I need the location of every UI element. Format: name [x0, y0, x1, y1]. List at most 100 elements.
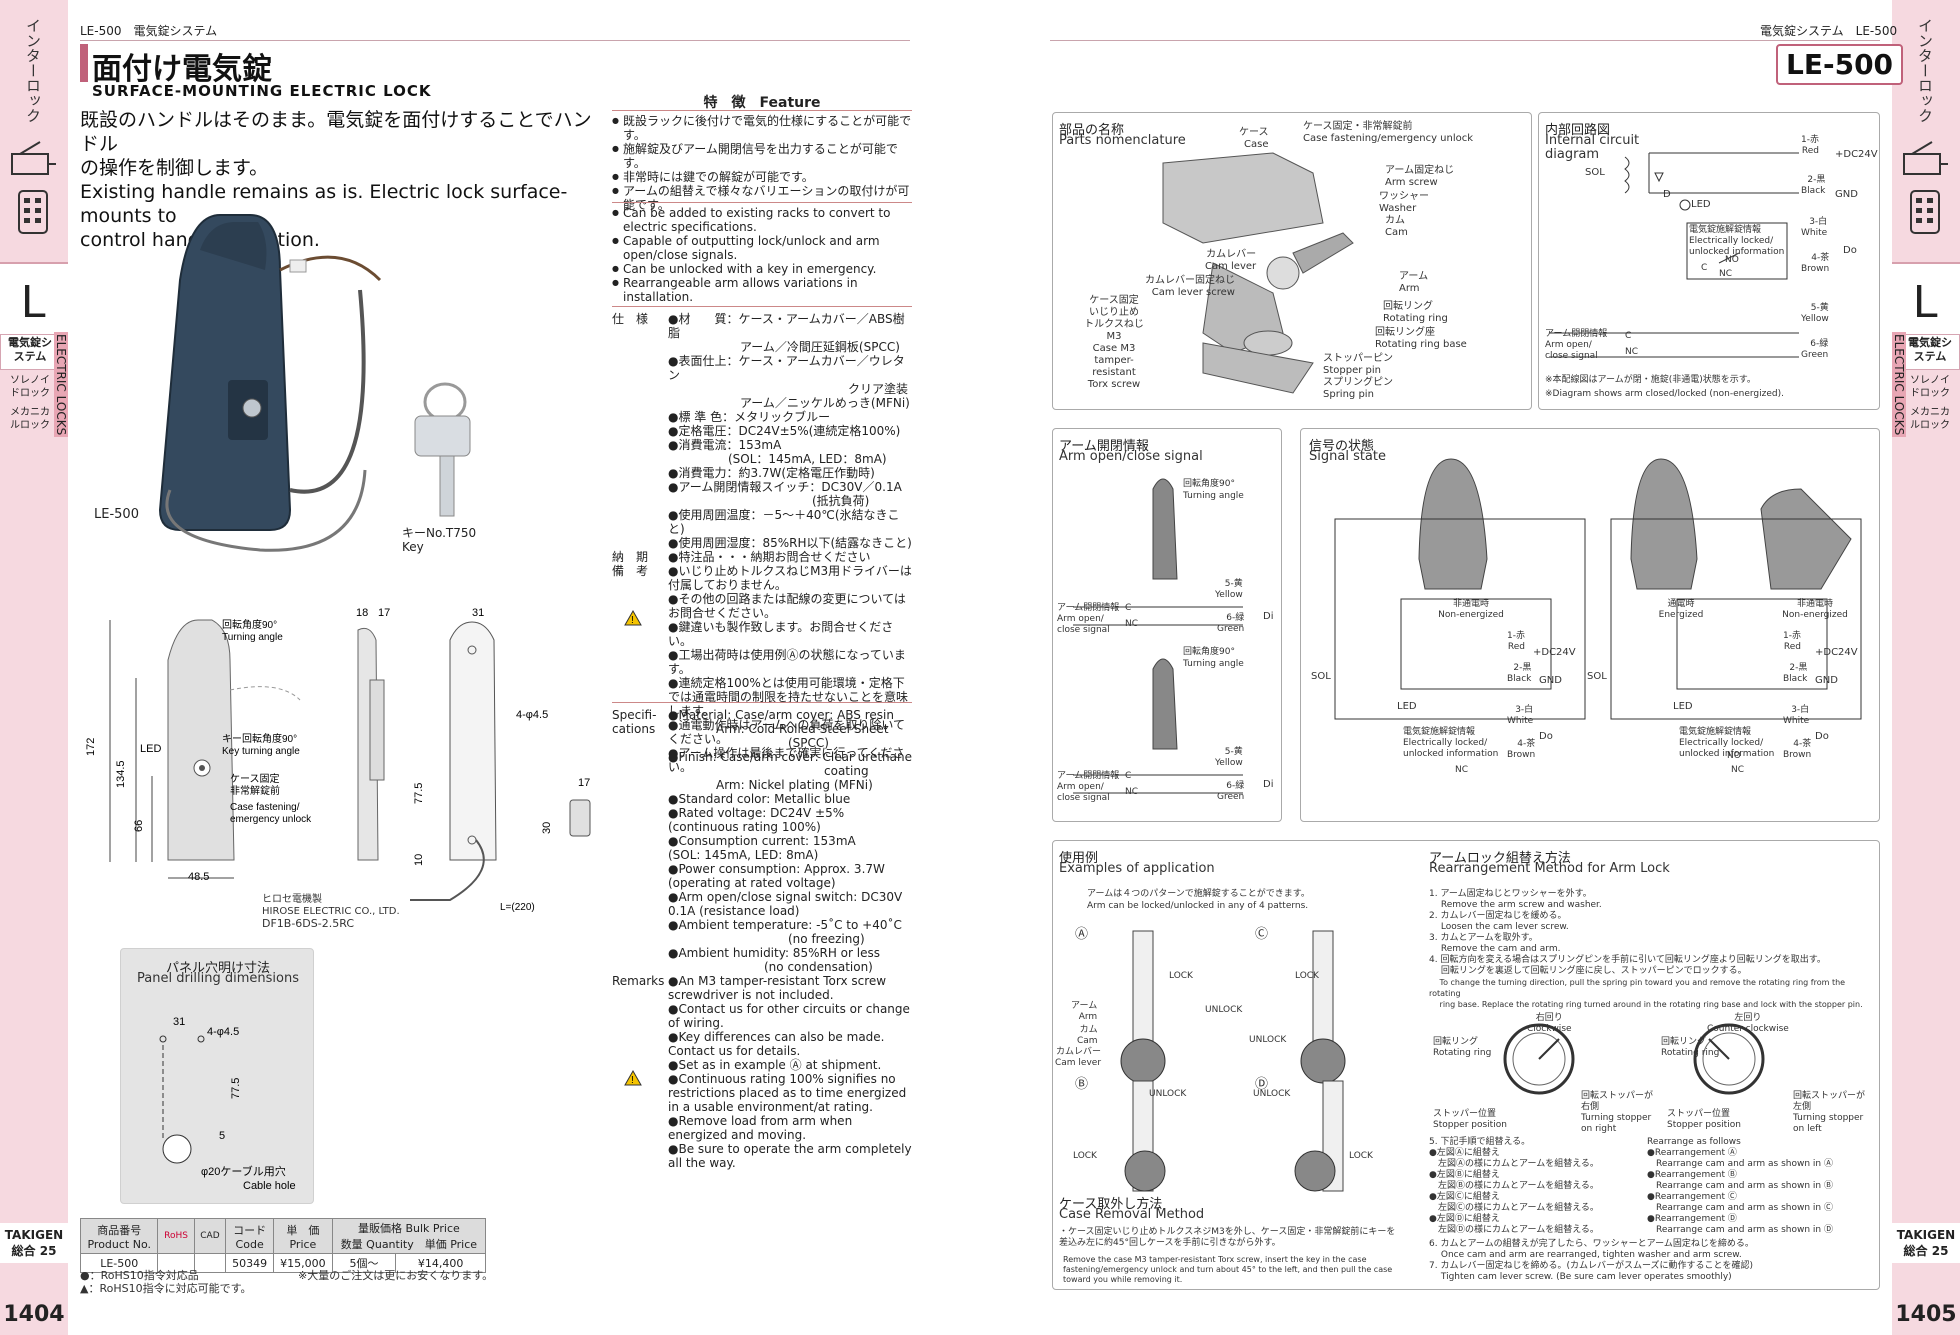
boxl-en1: Electrically locked/ [1403, 738, 1488, 748]
sol-l: SOL [1311, 671, 1331, 682]
nc-r: NC [1731, 765, 1745, 775]
cell-bulk: ¥14,400 [395, 1253, 486, 1273]
spec-key [612, 820, 668, 834]
dim-17b: 17 [578, 777, 590, 789]
wr3-jp: 3-白 [1791, 705, 1810, 715]
camlever-en: Cam lever [1205, 261, 1257, 272]
circuit-note-en: ※Diagram shows arm closed/locked (non-en… [1545, 389, 1784, 399]
spec-key [612, 1142, 668, 1170]
parts-title-en: Parts nomenclature [1059, 133, 1186, 148]
a2-en2: close signal [1057, 793, 1110, 803]
cam-en: Cam [1077, 1036, 1098, 1046]
armscrew-en: Arm screw [1385, 177, 1438, 188]
panel-drill-drawing: 31 4-φ4.5 77.5 5 φ20ケーブル用穴 Cable hole [159, 1016, 296, 1192]
category-mechanical[interactable]: メカニカルロック [10, 407, 50, 431]
vertical-label: ELECTRIC LOCKS [1892, 332, 1906, 438]
hole-dim: 4-φ4.5 [516, 709, 548, 721]
dim-30: 30 [541, 822, 553, 834]
wire4-jp: 4-茶 [1811, 253, 1830, 263]
wl3-jp: 3-白 [1515, 705, 1534, 715]
removal-text-jp: ・ケース固定いじり止めトルクスネジM3を外し、ケース固定・非常解錠前にキーを差込… [1059, 1227, 1396, 1248]
box-en2: unlocked information [1689, 247, 1785, 257]
spec-value: ●使用周囲湿度：85%RH以下(結露なきこと) [668, 536, 912, 550]
wr4-en: Brown [1783, 750, 1812, 760]
torx-2: いじり止め [1089, 307, 1139, 318]
cable-hole-en: Cable hole [243, 1180, 296, 1192]
sigstate-title-en: Signal state [1309, 449, 1386, 464]
spec-value: アーム／ニッケルめっき(MFNi) [668, 396, 910, 410]
ring-en2: Rotating ring [1661, 1048, 1720, 1058]
state1-jp: 非通電時 [1452, 599, 1489, 609]
step: 4. 回転方向を変える場合はスプリングピンを手前に引いて回転リング座より回転リン… [1429, 955, 1826, 965]
side-tab-title: インターロック [24, 18, 42, 123]
circuit-diagram [1549, 152, 1799, 358]
spec-jp-block: 仕 様●材 質：ケース・アームカバー／ABS樹脂 アーム／冷間圧延鋼板(SPCC… [612, 312, 912, 774]
fastening-en: Case fastening/emergency unlock [1303, 133, 1474, 144]
spec-value: ●特注品・・・納期お問合せください [668, 550, 871, 564]
spec-row: 0.1A (resistance load) [612, 904, 912, 918]
step: 1. アーム固定ねじとワッシャーを外す。 [1429, 889, 1592, 899]
box-label: 電気錠施解錠情報 Electrically locked/ unlocked i… [1689, 225, 1785, 258]
wr1-jp: 1-赤 [1783, 631, 1801, 641]
lead-jp-line1: 既設のハンドルはそのまま。電気錠を面付けすることでハンドル [80, 109, 592, 155]
wire1-jp: 1-赤 [1801, 135, 1819, 145]
category-solenoid[interactable]: ソレノイドロック [1910, 375, 1950, 399]
category-electric-locks[interactable]: 電気錠システム [1908, 336, 1952, 363]
spec-value: (SOL: 145mA, LED: 8mA) [668, 848, 819, 862]
dc-r: +DC24V [1815, 647, 1858, 658]
sr-en2: on right [1581, 1124, 1617, 1134]
spec-key [612, 960, 668, 974]
spec-key [612, 1002, 668, 1030]
unlock-d: UNLOCK [1253, 1089, 1291, 1099]
spec-divider [612, 306, 912, 307]
ccw-jp: 左回り [1734, 1013, 1762, 1023]
s5e: Rearrange cam and arm as shown in Ⓑ [1647, 1181, 1833, 1191]
examples-desc-en: Arm can be locked/unlocked in any of 4 p… [1087, 901, 1309, 911]
header-cad[interactable]: CAD [193, 1218, 227, 1254]
cam-jp: カム [1079, 1025, 1098, 1035]
spec-value: ●Power consumption: Approx. 3.7W [668, 862, 885, 876]
category-solenoid[interactable]: ソレノイドロック [10, 375, 50, 399]
s5: ●左図Ⓓに組替え [1429, 1214, 1500, 1224]
cell-product: LE-500 [79, 1253, 159, 1273]
sol-label: SOL [1585, 167, 1605, 178]
wl1-en: Red [1507, 642, 1525, 652]
s5: ●左図Ⓒに組替え [1429, 1192, 1500, 1202]
spec-value: coating [668, 764, 869, 778]
h-bulk: 量販価格 Bulk Price [357, 1222, 460, 1235]
camlever-en: Cam lever [1055, 1058, 1102, 1068]
camleverscrew-jp: カムレバー固定ねじ [1145, 275, 1235, 286]
key-label: キーNo.T750 Key [402, 526, 476, 554]
di-1: Di [1263, 611, 1274, 622]
s5: 左図Ⓐの様にカムとアームを組替える。 [1429, 1159, 1599, 1169]
category-mechanical[interactable]: メカニカルロック [1910, 407, 1950, 431]
warning-icon: ! [624, 610, 642, 626]
spec-value: ●Rated voltage: DC24V ±5% [668, 806, 845, 820]
right-side-tab: インターロック L 電気錠システム ソレノイドロック メカニカルロック ELEC… [1892, 0, 1960, 1335]
spec-key [612, 382, 668, 396]
panel-dim-775: 77.5 [230, 1078, 242, 1099]
washer-jp: ワッシャー [1379, 191, 1429, 202]
spec-value: ●Material: Case/arm cover: ABS resin [668, 708, 894, 722]
unlock-a: UNLOCK [1205, 1005, 1243, 1015]
category-letter: L [1892, 262, 1960, 336]
example-d: Ⓓ [1255, 1077, 1269, 1092]
sr-jp2: 右側 [1581, 1102, 1600, 1112]
nc-label: NC [1719, 269, 1733, 279]
s5e: Rearrange cam and arm as shown in Ⓓ [1647, 1225, 1833, 1235]
wire3-en: White [1801, 228, 1828, 238]
category-electric-locks[interactable]: 電気錠システム [8, 336, 52, 363]
removal-title-jp: ケース取外し方法 [1059, 1197, 1163, 1212]
